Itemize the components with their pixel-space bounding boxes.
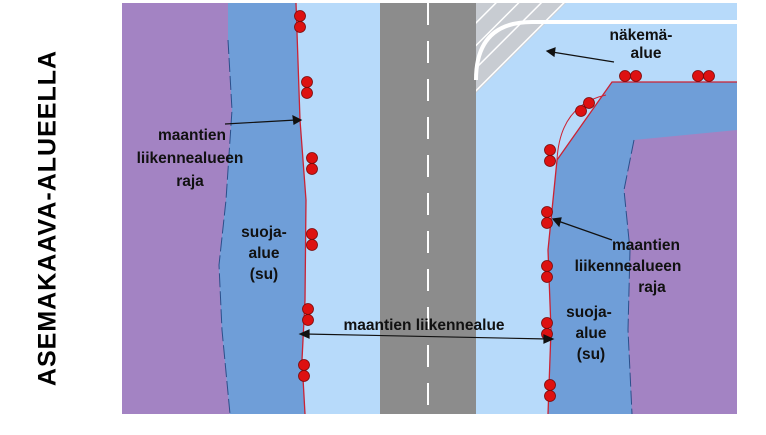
right-plot-area <box>624 130 737 414</box>
marker <box>306 152 318 164</box>
marker <box>301 76 313 88</box>
junction-curb <box>474 20 737 81</box>
left-protection-area <box>219 3 306 414</box>
marker <box>541 260 553 272</box>
right-plot-edge <box>623 139 635 414</box>
marker <box>541 217 553 229</box>
left-border-label-1: maantien <box>158 127 226 144</box>
marker <box>541 271 553 283</box>
marker <box>294 10 306 22</box>
marker <box>302 314 314 326</box>
sight-area-arrow <box>551 51 615 63</box>
right-boundary-arrow <box>557 220 613 241</box>
left-border-label-2: liikennealueen <box>137 150 244 167</box>
left-protect-label-2: alue <box>248 245 279 262</box>
boundary-markers <box>294 10 715 402</box>
marker <box>544 379 556 391</box>
left-boundary-arrow <box>224 119 297 125</box>
marker <box>294 21 306 33</box>
left-plot-edge <box>218 39 233 414</box>
sight-label-2: alue <box>630 45 661 62</box>
marker <box>619 70 631 82</box>
marker <box>306 239 318 251</box>
road-area-dimension <box>304 333 549 340</box>
right-border-label-1: maantien <box>612 237 680 254</box>
marker <box>692 70 704 82</box>
road-area-label: maantien liikennealue <box>343 317 504 334</box>
marker <box>630 70 642 82</box>
right-boundary-line <box>547 81 737 414</box>
right-border-label-2: liikennealueen <box>575 258 682 275</box>
marker <box>298 370 310 382</box>
marker <box>544 144 556 156</box>
right-curve-line <box>556 94 607 161</box>
sight-label-1: näkemä- <box>610 27 673 44</box>
right-protect-label-1: suoja- <box>566 304 612 321</box>
marker <box>302 303 314 315</box>
marker <box>575 105 587 117</box>
left-plot-area <box>122 3 232 414</box>
marker <box>544 155 556 167</box>
marker <box>306 228 318 240</box>
marker <box>544 390 556 402</box>
right-protect-label-3: (su) <box>577 346 605 363</box>
marker <box>541 206 553 218</box>
right-protect-label-2: alue <box>575 325 606 342</box>
marker <box>301 87 313 99</box>
right-border-label-3: raja <box>638 279 666 296</box>
marker <box>541 317 553 329</box>
left-protect-label-3: (su) <box>250 266 278 283</box>
marker <box>703 70 715 82</box>
sight-area-hatched <box>476 3 566 93</box>
marker <box>306 163 318 175</box>
marker <box>298 359 310 371</box>
marker <box>583 97 595 109</box>
left-protect-label-1: suoja- <box>241 224 287 241</box>
left-border-label-3: raja <box>176 173 204 190</box>
